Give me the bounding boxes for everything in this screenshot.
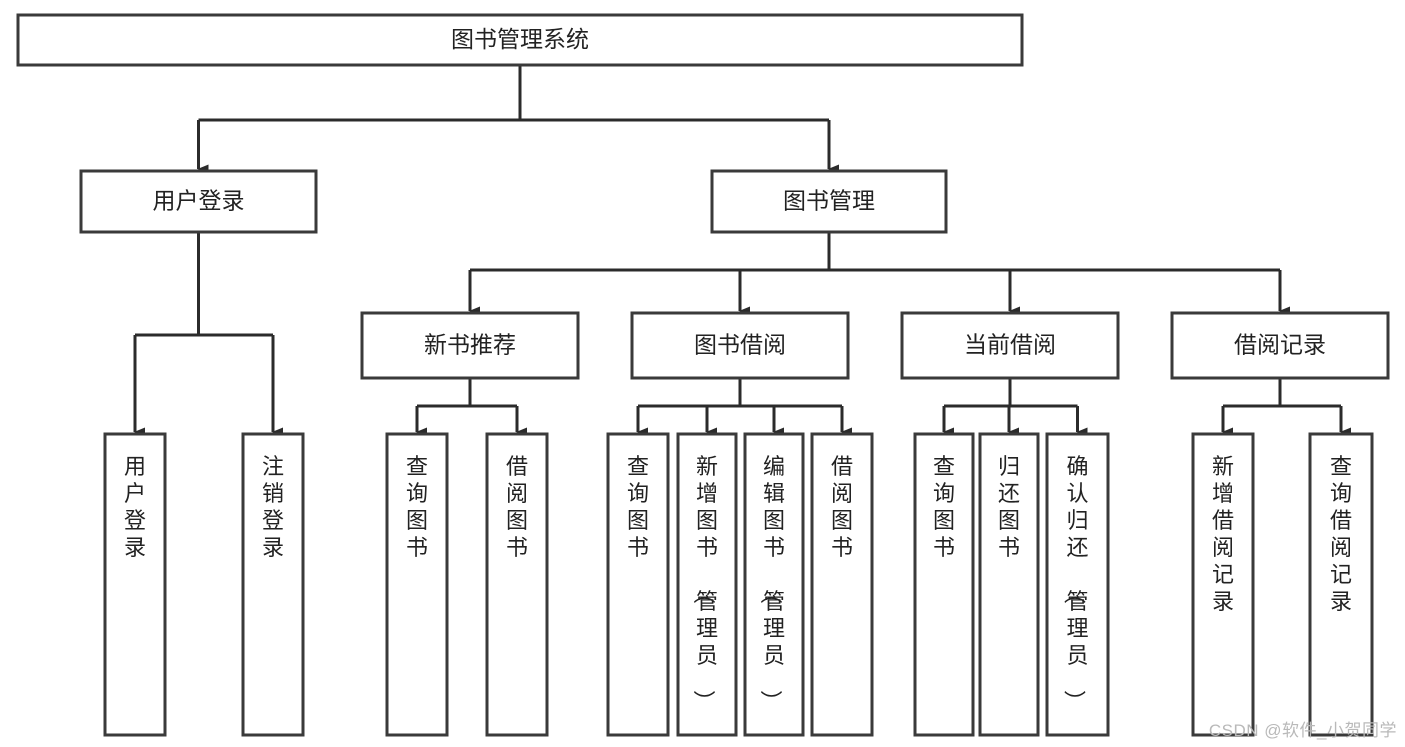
node-label: 新书推荐 [424,332,516,358]
node-label: 图书借阅 [694,332,786,358]
watermark-text: CSDN @软件_小贺同学 [1208,721,1397,740]
node-current-borrow[interactable]: 当前借阅 [900,311,1120,380]
node-label: 确认归还（管理员） [1061,454,1088,712]
node-leaf-borrow-book-2[interactable]: 借阅图书 [810,432,874,737]
node-label: 查询图书 [933,454,955,560]
node-label: 借阅图书 [506,454,528,560]
node-label: 编辑图书（管理员） [758,454,785,712]
node-leaf-return-book[interactable]: 归还图书 [978,432,1040,737]
node-label: 注销登录 [262,454,284,560]
node-book-manage[interactable]: 图书管理 [710,169,948,234]
node-leaf-confirm-return[interactable]: 确认归还（管理员） [1045,432,1110,737]
node-leaf-query-book-1[interactable]: 查询图书 [385,432,449,737]
node-leaf-query-record[interactable]: 查询借阅记录 [1308,432,1374,737]
node-label: 查询图书 [406,454,428,560]
node-borrow-record[interactable]: 借阅记录 [1170,311,1390,380]
node-label: 新增借阅记录 [1212,454,1234,614]
node-label: 借阅记录 [1234,332,1326,358]
node-leaf-query-book-3[interactable]: 查询图书 [913,432,975,737]
node-leaf-query-book-2[interactable]: 查询图书 [606,432,670,737]
node-leaf-user-login[interactable]: 用户登录 [103,432,167,737]
node-leaf-borrow-book-1[interactable]: 借阅图书 [485,432,549,737]
node-leaf-add-book[interactable]: 新增图书（管理员） [676,432,738,737]
node-label: 图书管理系统 [451,26,589,52]
node-label: 借阅图书 [831,454,853,560]
node-leaf-edit-book[interactable]: 编辑图书（管理员） [743,432,805,737]
node-book-borrow[interactable]: 图书借阅 [630,311,850,380]
node-layer: 图书管理系统用户登录图书管理新书推荐图书借阅当前借阅借阅记录用户登录注销登录查询… [16,13,1390,737]
node-user-login[interactable]: 用户登录 [79,169,318,234]
node-label: 图书管理 [783,188,875,214]
node-label: 归还图书 [998,454,1020,560]
node-label: 查询借阅记录 [1330,454,1352,614]
edge-layer [133,65,1351,437]
node-label: 当前借阅 [964,332,1056,358]
node-root[interactable]: 图书管理系统 [16,13,1024,67]
node-leaf-user-logout[interactable]: 注销登录 [241,432,305,737]
node-label: 新增图书（管理员） [691,454,718,712]
node-leaf-add-record[interactable]: 新增借阅记录 [1191,432,1255,737]
node-label: 查询图书 [627,454,649,560]
node-label: 用户登录 [124,454,146,560]
node-new-book-recommend[interactable]: 新书推荐 [360,311,580,380]
node-label: 用户登录 [153,188,245,214]
